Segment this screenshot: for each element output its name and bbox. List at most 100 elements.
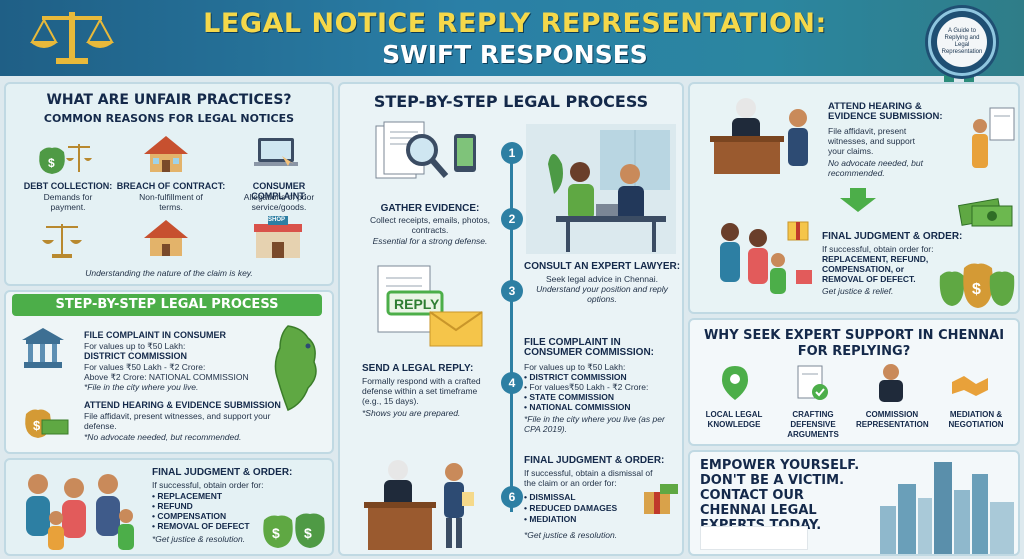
guide-badge-text: A Guide to Replying and Legal Representa… (937, 17, 987, 67)
left-judgment-note: *Get justice & resolution. (152, 534, 246, 544)
consumer-complaint-label: CONSUMER COMPLAINT: (251, 181, 307, 201)
left-hearing-line-2: *No advocate needed, but recommended. (84, 432, 242, 442)
unfair-practices-panel: WHAT ARE UNFAIR PRACTICES? COMMON REASON… (4, 82, 334, 286)
debt-collection-text: Demands for payment. (43, 192, 93, 212)
send-reply-line-2: *Shows you are prepared. (362, 408, 461, 418)
judgment-item: REFUND (152, 501, 250, 511)
family-gifts-icon (720, 221, 812, 294)
unfair-title: WHAT ARE UNFAIR PRACTICES? (46, 92, 292, 108)
why-item-3: COMMISSION REPRESENTATION (856, 410, 929, 429)
left-file-line-2: DISTRICT COMMISSION (84, 351, 187, 361)
step-6-marker: 6 (501, 486, 523, 508)
house-icon (144, 136, 188, 172)
presenter-evidence-icon (972, 107, 1015, 168)
family-icon (26, 474, 134, 550)
cash-stack-icon (957, 198, 1013, 227)
left-judgment-intro: If successful, obtain order for: (152, 480, 264, 490)
location-pin-icon (722, 366, 748, 400)
middle-file-list: DISTRICT COMMISSION For values₹50 Lakh -… (524, 372, 648, 412)
send-reply-line-1: Formally respond with a crafted defense … (362, 376, 481, 406)
cta-panel: EMPOWER YOURSELF. DON'T BE A VICTIM. CON… (688, 450, 1020, 556)
breach-text: Non-fulfillment of terms. (139, 192, 203, 212)
right-hearing-title: ATTEND HEARING & EVIDENCE SUBMISSION: (828, 101, 943, 122)
judgment-item: REMOVAL OF DEFECT (152, 521, 249, 531)
file-item: DISTRICT COMMISSION (524, 372, 648, 382)
right-final-bold: REPLACEMENT, REFUND, COMPENSATION, or RE… (822, 254, 929, 284)
final-item: DISMISSAL (524, 492, 617, 503)
consult-title: CONSULT AN EXPERT LAWYER: (524, 261, 681, 272)
gather-line-1: Collect receipts, emails, photos, contra… (370, 215, 490, 235)
guide-badge: A Guide to Replying and Legal Representa… (928, 8, 996, 76)
file-item: For values₹50 Lakh - ₹2 Crore: (524, 382, 648, 392)
right-hearing-note: No advocate needed, but recommended. (828, 158, 923, 178)
page-subtitle: SWIFT RESPONSES (382, 40, 648, 69)
final-item: REDUCED DAMAGES (524, 503, 617, 514)
right-final-note: Get justice & relief. (822, 286, 894, 296)
shop-sign-text: SHOP (268, 217, 286, 223)
middle-final-title: FINAL JUDGMENT & ORDER: (524, 455, 665, 466)
step-1-marker: 1 (501, 142, 523, 164)
gift-box-cash-icon (644, 484, 678, 514)
left-judgment-list: REPLACEMENT REFUND COMPENSATION REMOVAL … (152, 491, 250, 531)
middle-file-intro: For values up to ₹50 Lakh: (524, 362, 626, 372)
left-file-line-1: For values up to ₹50 Lakh: (84, 341, 186, 351)
city-skyline-icon (880, 462, 1014, 554)
left-file-line-4: Above ₹2 Crore: NATIONAL COMMISSION (84, 372, 249, 382)
right-final-intro: If successful, obtain order for: (822, 244, 934, 254)
cta-contact-box[interactable] (700, 526, 808, 550)
breach-label: BREACH OF CONTRACT: (116, 181, 226, 191)
step-2-marker: 2 (501, 208, 523, 230)
middle-final-list: DISMISSAL REDUCED DAMAGES MEDIATION (524, 492, 617, 525)
reply-envelope-icon (377, 265, 483, 347)
house-icon-2 (144, 220, 188, 256)
svg-text:$: $ (304, 525, 312, 541)
right-hearing-text: File affidavit, present witnesses, and s… (828, 126, 915, 156)
file-item: STATE COMMISSION (524, 392, 648, 402)
why-item-4: MEDIATION & NEGOTIATION (948, 410, 1004, 429)
svg-text:$: $ (972, 281, 981, 298)
right-final-title: FINAL JUDGMENT & ORDER: (822, 231, 963, 242)
badge-ribbon-right (964, 66, 974, 88)
left-process-bar: STEP-BY-STEP LEGAL PROCESS (12, 294, 322, 316)
shop-icon (254, 216, 302, 258)
left-hearing-title: ATTEND HEARING & EVIDENCE SUBMISSION (84, 400, 281, 410)
left-file-title: FILE COMPLAINT IN CONSUMER (84, 330, 226, 340)
header-banner (0, 0, 1024, 76)
debt-collection-label: DEBT COLLECTION: (23, 181, 113, 191)
money-bag-cash-icon: $ (25, 409, 69, 438)
file-item: NATIONAL COMMISSION (524, 402, 648, 412)
judgment-item: REPLACEMENT (152, 491, 250, 501)
why-item-1: LOCAL LEGAL KNOWLEDGE (705, 410, 763, 429)
hearing-scene-icon (710, 98, 808, 174)
middle-final-intro: If successful, obtain a dismissal of the… (524, 468, 653, 488)
why-expert-panel: WHY SEEK EXPERT SUPPORT IN CHENNAI FOR R… (688, 318, 1020, 446)
lawyer-consultation-icon (526, 124, 676, 254)
document-check-icon (797, 365, 828, 400)
unfair-footnote: Understanding the nature of the claim is… (85, 268, 253, 278)
unfair-subtitle: COMMON REASONS FOR LEGAL NOTICES (43, 112, 295, 125)
timeline-line (510, 152, 513, 512)
consult-line-1: Seek legal advice in Chennai. (546, 274, 658, 284)
scales-of-justice-icon (30, 12, 114, 64)
cta-text: EMPOWER YOURSELF. DON'T BE A VICTIM. CON… (700, 458, 860, 533)
middle-file-note: *File in the city where you live (as per… (524, 414, 665, 434)
courthouse-icon (22, 328, 64, 368)
final-item: MEDIATION (524, 514, 617, 525)
money-bag-scales-icon: $ (39, 144, 92, 174)
page-title: LEGAL NOTICE REPLY REPRESENTATION: (203, 8, 827, 39)
gather-title: GATHER EVIDENCE: (380, 203, 480, 214)
down-arrow-icon (840, 188, 876, 212)
money-bags-icon: $ $ (263, 513, 325, 548)
svg-text:$: $ (272, 525, 280, 541)
lawyer-icon (879, 364, 903, 402)
why-title: WHY SEEK EXPERT SUPPORT IN CHENNAI FOR R… (703, 328, 1005, 359)
badge-ribbon-left (944, 66, 954, 88)
consumer-complaint-text: Allegations of poor service/goods. (243, 192, 315, 212)
middle-final-note: *Get justice & resolution. (524, 530, 618, 540)
middle-file-title: FILE COMPLAINT IN CONSUMER COMMISSION: (524, 337, 654, 358)
reply-stamp-text: REPLY (394, 296, 440, 312)
scales-icon (42, 224, 82, 258)
left-file-line-5: *File in the city where you live. (84, 382, 199, 392)
why-item-2: CRAFTING DEFENSIVE ARGUMENTS (787, 410, 839, 439)
consult-line-2: Understand your position and reply optio… (536, 284, 668, 304)
